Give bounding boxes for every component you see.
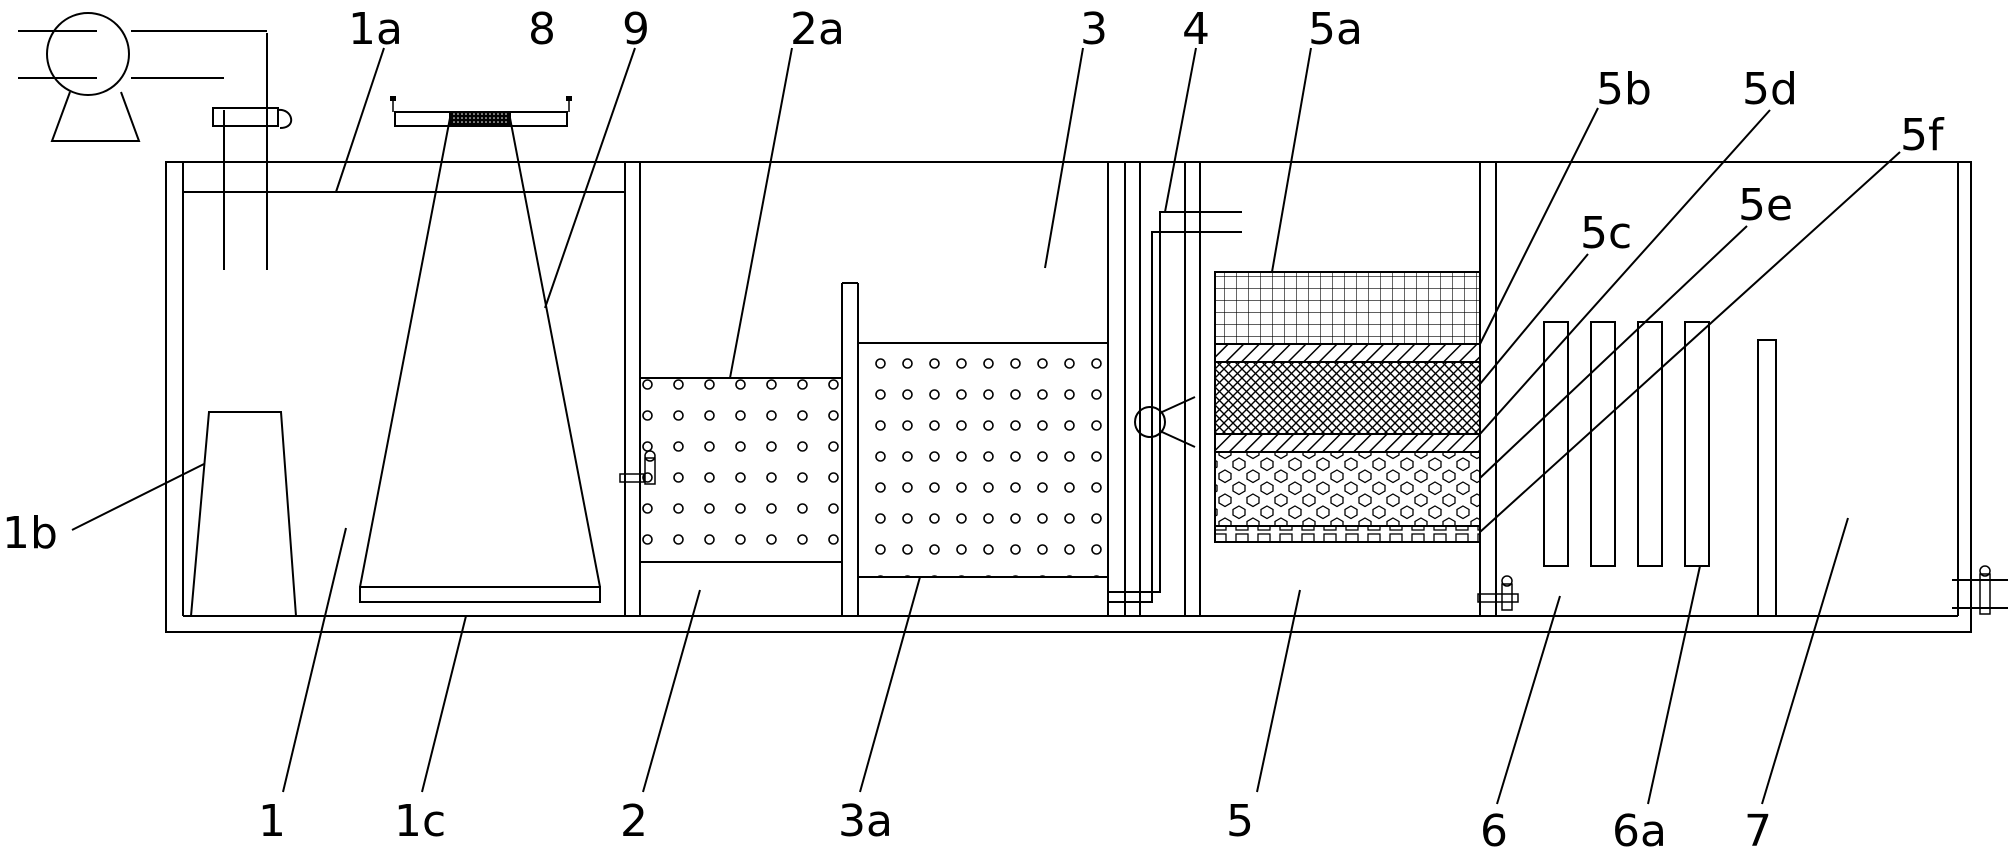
layer-5b	[1214, 343, 1481, 363]
leader-lines	[71, 47, 1901, 805]
layer-5e	[1214, 451, 1481, 527]
chamber-2	[639, 282, 859, 616]
chamber-5	[1214, 162, 1519, 616]
label-6a: 6a	[1612, 806, 1667, 853]
label-1c: 1c	[394, 796, 446, 847]
label-6: 6	[1480, 806, 1508, 853]
label-5c: 5c	[1580, 208, 1632, 259]
label-1: 1	[258, 796, 286, 847]
label-5f: 5f	[1900, 110, 1945, 161]
label-5b: 5b	[1596, 64, 1652, 115]
label-5d: 5d	[1742, 64, 1798, 115]
tank-body	[165, 161, 1972, 633]
plate-6a-2	[1590, 321, 1616, 567]
outlet-7	[1952, 565, 2008, 615]
label-4: 4	[1182, 4, 1210, 55]
label-3a: 3a	[838, 796, 893, 847]
label-5a: 5a	[1308, 4, 1363, 55]
aerator-icon	[1134, 406, 1166, 438]
plate-6a-4	[1684, 321, 1710, 567]
block-1b	[190, 411, 297, 617]
pump-motor-icon	[46, 12, 130, 96]
layer-5a	[1214, 271, 1481, 345]
cone-9	[359, 117, 601, 588]
plate-6a-3	[1637, 321, 1663, 567]
plate-6a-1	[1543, 321, 1569, 567]
media-2a	[641, 379, 841, 561]
labels: 1a 8 9 2a 3 4 5a 5b 5d 5c 5e 5f 1b 1 1c …	[2, 4, 1945, 853]
media-3a	[859, 344, 1107, 576]
label-5: 5	[1226, 796, 1254, 847]
label-8: 8	[528, 4, 556, 55]
layer-5c	[1214, 361, 1481, 435]
label-2: 2	[620, 796, 648, 847]
label-5e: 5e	[1738, 180, 1793, 231]
pump	[18, 12, 292, 142]
label-2a: 2a	[790, 4, 845, 55]
label-7: 7	[1744, 806, 1772, 853]
label-1a: 1a	[348, 4, 403, 55]
valve-5	[1477, 575, 1519, 611]
chamber-1	[183, 33, 656, 617]
label-1b: 1b	[2, 508, 58, 559]
pipe-4	[1108, 162, 1242, 616]
base-1c	[359, 586, 601, 603]
chamber-3	[857, 162, 1126, 616]
baffle-7	[1757, 339, 1777, 617]
top-bar-8	[390, 96, 572, 127]
layer-5f	[1214, 525, 1481, 543]
chamber-6	[1543, 321, 1777, 617]
layer-5d	[1214, 433, 1481, 453]
pipe-valve	[212, 107, 279, 127]
label-3: 3	[1080, 4, 1108, 55]
label-9: 9	[622, 4, 650, 55]
